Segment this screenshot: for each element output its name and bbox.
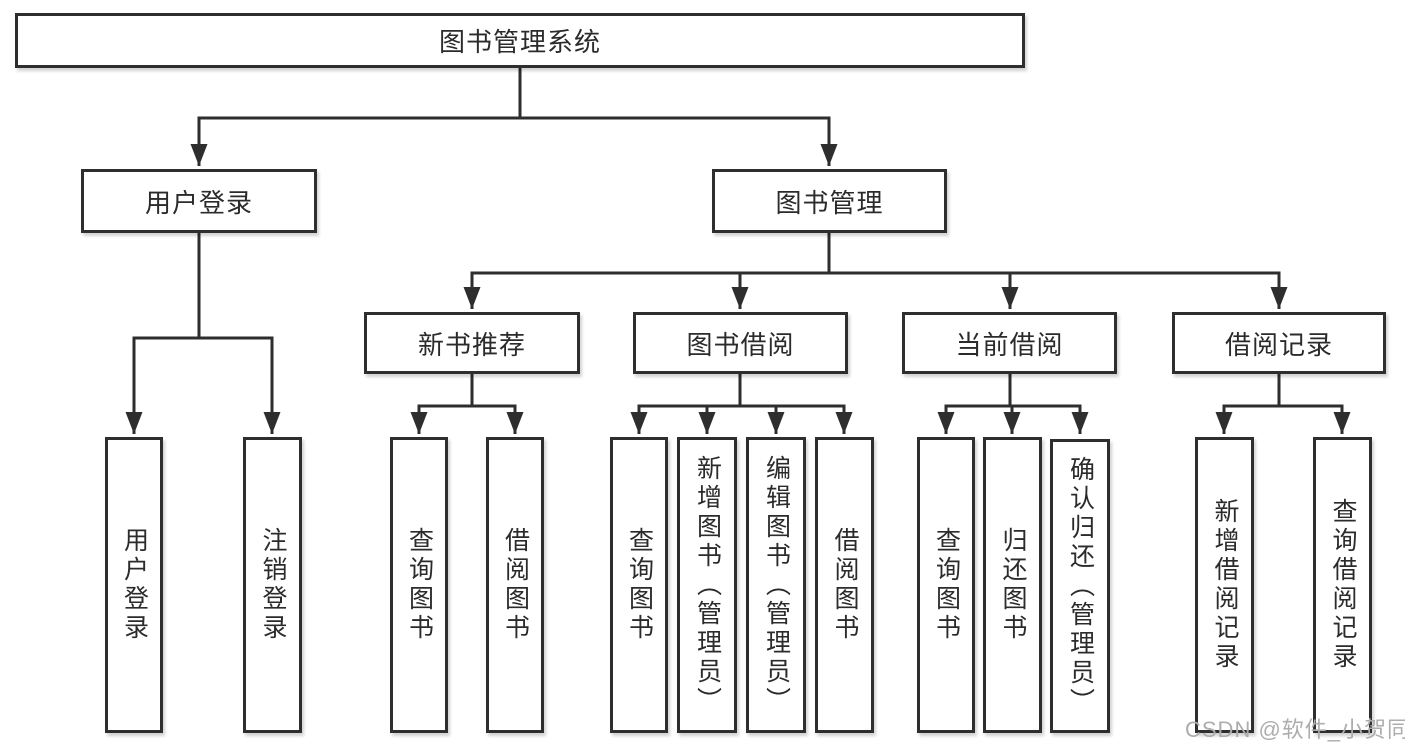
- edges-borrowing-records-children: [1215, 374, 1351, 434]
- node-borrowing-records: 借阅记录: [1172, 312, 1386, 374]
- node-label: 编辑图书（管理员）: [762, 454, 791, 716]
- node-label: 查询图书: [932, 527, 961, 643]
- node-book-management: 图书管理: [712, 169, 947, 233]
- node-query-books-current: 查询图书: [917, 437, 975, 733]
- node-add-books-admin: 新增图书（管理员）: [677, 437, 737, 733]
- node-label: 查询图书: [405, 527, 434, 643]
- node-label: 借阅图书: [831, 527, 859, 643]
- node-current-borrowing: 当前借阅: [902, 312, 1117, 374]
- node-new-book-recommendation: 新书推荐: [364, 312, 580, 374]
- edges-root-to-level2: [190, 68, 838, 166]
- node-label: 用户登录: [120, 527, 149, 643]
- node-label: 新增借阅记录: [1211, 498, 1239, 672]
- edges-book-management-children: [463, 233, 1288, 309]
- node-label: 归还图书: [999, 527, 1027, 643]
- node-edit-books-admin: 编辑图书（管理员）: [746, 437, 806, 733]
- node-label: 查询借阅记录: [1329, 498, 1357, 672]
- node-book-borrowing: 图书借阅: [633, 312, 848, 374]
- node-add-borrowing-record: 新增借阅记录: [1195, 437, 1254, 733]
- node-query-books-borrowing: 查询图书: [610, 437, 668, 733]
- node-label: 注销登录: [259, 527, 287, 643]
- node-confirm-return-admin: 确认归还（管理员）: [1050, 439, 1110, 733]
- node-label: 确认归还（管理员）: [1066, 455, 1095, 717]
- node-logout-action: 注销登录: [243, 437, 302, 733]
- edges-new-book-recommendation-children: [410, 374, 524, 434]
- node-user-login-action: 用户登录: [105, 437, 163, 733]
- node-return-books: 归还图书: [983, 437, 1042, 733]
- edges-current-borrowing-children: [937, 374, 1089, 434]
- csdn-watermark: CSDN @软件_小贺同学: [1185, 717, 1405, 742]
- node-user-login: 用户登录: [81, 169, 317, 233]
- node-query-borrowing-record: 查询借阅记录: [1313, 437, 1372, 733]
- node-root: 图书管理系统: [15, 13, 1025, 68]
- edges-book-borrowing-children: [630, 374, 853, 434]
- node-label: 新增图书（管理员）: [693, 454, 722, 716]
- node-label: 借阅图书: [501, 527, 530, 643]
- node-query-books-recommend: 查询图书: [390, 437, 448, 733]
- node-borrow-books-borrowing: 借阅图书: [815, 437, 874, 733]
- node-label: 查询图书: [625, 527, 654, 643]
- node-borrow-books-recommend: 借阅图书: [486, 437, 544, 733]
- edges-user-login-children: [125, 233, 281, 434]
